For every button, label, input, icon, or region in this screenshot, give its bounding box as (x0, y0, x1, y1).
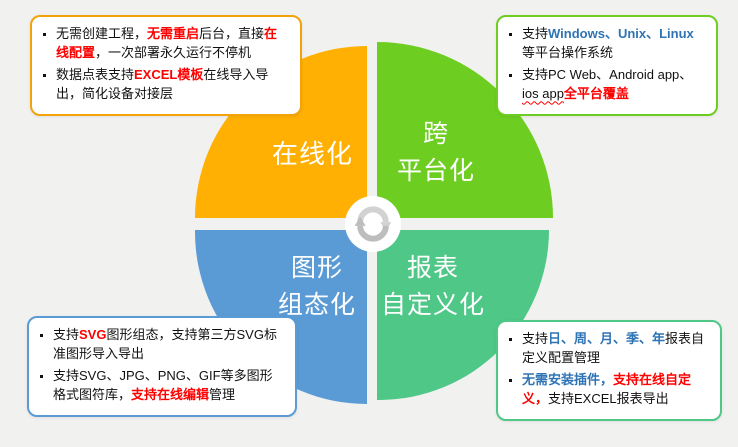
text-segment-emphasis: 在线配置 (56, 26, 278, 60)
label-line: 自定义化 (381, 291, 486, 319)
callout-graphic-features: 支持SVG图形组态，支持第三方SVG标准图形导入导出 支持SVG、JPG、PNG… (27, 316, 297, 418)
quadrant-online-label: 在线化 (271, 139, 353, 169)
callout-cross-platform-features: 支持Windows、Unix、Linux 等平台操作系统 支持PC Web、And… (496, 15, 718, 117)
quadrant-graphic-label: 图形 组态化 (275, 250, 359, 324)
text-segment-emphasis: 无需安装插件， (522, 371, 614, 387)
text-segment: 管理 (209, 386, 236, 402)
text-segment: 无需创建工程， (56, 26, 148, 41)
text-segment-emphasis: 支持在线编辑 (131, 386, 210, 402)
text-segment: 支持 (522, 26, 549, 41)
label-line: 平台化 (396, 157, 475, 185)
text-segment-emphasis: EXCEL模板 (134, 66, 204, 82)
text-segment-emphasis: 支持在线自定义， (522, 371, 692, 406)
text-segment: 图形组态，支持第三方SVG标准图形导入导出 (53, 327, 277, 361)
callout-report-features: 支持日、周、月、季、年报表自定义配置管理 无需安装插件，支持在线自定义，支持EX… (496, 320, 722, 422)
text-segment: 支持EXCEL报表导出 (548, 390, 669, 406)
text-segment-spellcheck: ios app (522, 85, 564, 101)
text-segment-emphasis: SVG (79, 327, 107, 342)
text-segment: 支持 (53, 327, 80, 342)
text-segment: 在线导入导出，简化设备对接层 (56, 66, 269, 101)
feature-item: 支持SVG、JPG、PNG、GIF等多图形格式图符库，支持在线编辑管理 (53, 367, 285, 405)
text-segment: 数据点表支持 (56, 66, 135, 82)
feature-list: 支持Windows、Unix、Linux 等平台操作系统 支持PC Web、And… (508, 25, 706, 103)
feature-item: 无需创建工程，无需重启后台，直接在线配置，一次部署永久运行不停机 (56, 25, 290, 63)
text-segment: ，一次部署永久运行不停机 (95, 44, 252, 60)
label-line: 跨 (422, 120, 449, 148)
quadrant-report-label: 报表 自定义化 (381, 250, 485, 324)
text-segment: 支持SVG、JPG、PNG、GIF等多图形格式图符库， (53, 367, 273, 402)
feature-list: 支持日、周、月、季、年报表自定义配置管理 无需安装插件，支持在线自定义，支持EX… (508, 330, 710, 408)
feature-item: 支持SVG图形组态，支持第三方SVG标准图形导入导出 (53, 326, 285, 364)
sync-arrows-icon (345, 196, 401, 252)
label-line: 图形 (290, 254, 343, 282)
text-segment: 报表自定义配置管理 (522, 331, 705, 365)
feature-list: 无需创建工程，无需重启后台，直接在线配置，一次部署永久运行不停机 数据点表支持E… (42, 25, 290, 103)
label-line: 报表 (406, 254, 459, 282)
quadrant-cross-platform: 跨 平台化 (377, 42, 553, 218)
text-segment-emphasis: 日、周、月、季、年 (548, 331, 666, 346)
text-segment-emphasis: Windows、Unix、Linux (548, 26, 694, 41)
label-line: 组态化 (277, 291, 356, 319)
text-segment-emphasis: 无需重启 (147, 26, 200, 41)
feature-list: 支持SVG图形组态，支持第三方SVG标准图形导入导出 支持SVG、JPG、PNG… (39, 326, 285, 404)
text-segment-emphasis: 全平台覆盖 (563, 85, 629, 101)
text-segment: 等平台操作系统 (522, 44, 614, 60)
feature-item: 数据点表支持EXCEL模板在线导入导出，简化设备对接层 (56, 66, 290, 104)
text-segment: 支持PC Web、Android app、 (522, 66, 693, 82)
sync-arrows-svg (354, 206, 392, 242)
feature-item: 支持PC Web、Android app、 ios app全平台覆盖 (522, 66, 706, 104)
text-segment: 后台，直接 (199, 26, 265, 41)
feature-item: 支持日、周、月、季、年报表自定义配置管理 (522, 330, 710, 368)
feature-item: 支持Windows、Unix、Linux 等平台操作系统 (522, 25, 706, 63)
quadrant-cross-platform-label: 跨 平台化 (395, 116, 477, 190)
text-segment: 支持 (522, 331, 549, 346)
feature-item: 无需安装插件，支持在线自定义，支持EXCEL报表导出 (522, 371, 710, 409)
callout-online-features: 无需创建工程，无需重启后台，直接在线配置，一次部署永久运行不停机 数据点表支持E… (30, 15, 302, 117)
